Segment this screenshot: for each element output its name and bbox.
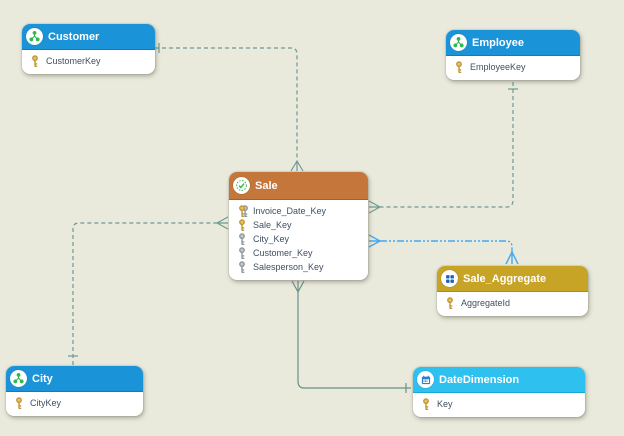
- key-icon: [14, 396, 24, 410]
- key-icon: [421, 397, 431, 411]
- column-name: Sale_Key: [253, 220, 292, 230]
- grid-icon: [441, 270, 458, 287]
- column-row[interactable]: AggregateId: [445, 296, 582, 310]
- relation-employee-sale[interactable]: [368, 82, 518, 214]
- branch-icon: [450, 34, 467, 51]
- column-name: Invoice_Date_Key: [253, 206, 327, 216]
- column-name: Key: [437, 399, 453, 409]
- column-row[interactable]: Key: [421, 397, 579, 411]
- check-icon: [233, 177, 250, 194]
- column-row[interactable]: Invoice_Date_Key: [237, 204, 362, 218]
- table-title: Employee: [472, 36, 524, 49]
- column-row[interactable]: CityKey: [14, 396, 137, 410]
- column-name: Salesperson_Key: [253, 262, 324, 272]
- column-row[interactable]: EmployeeKey: [454, 60, 574, 74]
- column-row[interactable]: Customer_Key: [237, 246, 362, 260]
- table-employee-header[interactable]: Employee: [446, 30, 580, 56]
- column-row[interactable]: City_Key: [237, 232, 362, 246]
- table-title: Sale: [255, 179, 278, 192]
- table-sale[interactable]: Sale Invoice_Date_Key Sale_Key Ci: [229, 172, 368, 280]
- table-sale-aggregate[interactable]: Sale_Aggregate AggregateId: [437, 266, 588, 316]
- key-icon: [237, 246, 247, 260]
- table-title: Customer: [48, 30, 100, 43]
- column-name: CustomerKey: [46, 56, 101, 66]
- key-icon: [30, 54, 40, 68]
- branch-icon: [10, 370, 27, 387]
- calendar-icon: [417, 371, 434, 388]
- table-city[interactable]: City CityKey: [6, 366, 143, 416]
- key-icon: [445, 296, 455, 310]
- column-name: CityKey: [30, 398, 62, 408]
- relation-sale-datedimension[interactable]: [291, 280, 411, 393]
- key-icon: [237, 232, 247, 246]
- relation-sale-saleaggregate[interactable]: [368, 234, 519, 265]
- branch-icon: [26, 28, 43, 45]
- column-name: Customer_Key: [253, 248, 313, 258]
- table-sale-aggregate-header[interactable]: Sale_Aggregate: [437, 266, 588, 292]
- key-icon: [454, 60, 464, 74]
- column-name: AggregateId: [461, 298, 511, 308]
- table-datedimension-header[interactable]: DateDimension: [413, 367, 585, 393]
- column-row[interactable]: CustomerKey: [30, 54, 149, 68]
- relation-customer-sale[interactable]: [155, 43, 304, 172]
- key-icon-double: [237, 204, 248, 218]
- column-name: City_Key: [253, 234, 290, 244]
- column-name: EmployeeKey: [470, 62, 526, 72]
- table-title: City: [32, 372, 53, 385]
- key-icon: [237, 218, 247, 232]
- table-customer[interactable]: Customer CustomerKey: [22, 24, 155, 74]
- table-sale-header[interactable]: Sale: [229, 172, 368, 200]
- table-datedimension[interactable]: DateDimension Key: [413, 367, 585, 417]
- key-icon: [237, 260, 247, 274]
- table-customer-header[interactable]: Customer: [22, 24, 155, 50]
- column-row[interactable]: Sale_Key: [237, 218, 362, 232]
- table-title: Sale_Aggregate: [463, 272, 547, 285]
- table-city-header[interactable]: City: [6, 366, 143, 392]
- table-employee[interactable]: Employee EmployeeKey: [446, 30, 580, 80]
- column-row[interactable]: Salesperson_Key: [237, 260, 362, 274]
- table-title: DateDimension: [439, 373, 520, 386]
- relation-city-sale[interactable]: [68, 216, 229, 365]
